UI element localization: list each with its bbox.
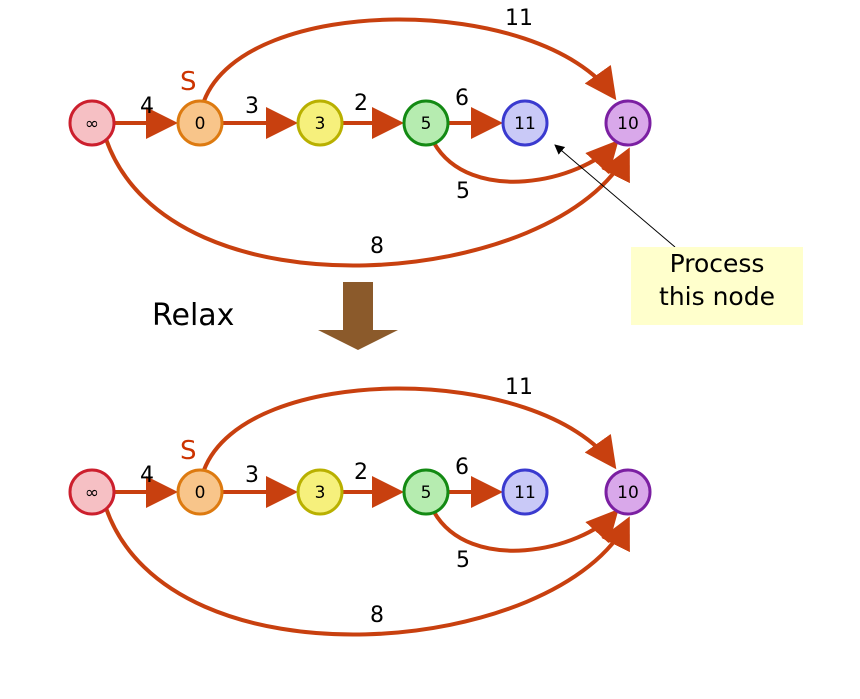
top-node-n_c — [501, 99, 549, 147]
top-edge-weight-s_a: 3 — [245, 94, 259, 119]
top-node-label-n_b: 5 — [421, 114, 432, 134]
bottom-edge-inf_d — [104, 507, 630, 637]
top-edge-s_d — [202, 17, 617, 102]
bottom-node-n_c — [501, 468, 549, 516]
bottom-node-label-n_d: 10 — [617, 483, 639, 503]
step-label: Relax — [152, 298, 235, 333]
bottom-node-n_inf — [68, 468, 116, 516]
top-source-label: S — [180, 67, 197, 97]
top-edge-weight-s_d: 11 — [505, 6, 533, 31]
top-node-n_b — [402, 99, 450, 147]
bottom-edge-weight-inf_s: 4 — [140, 463, 154, 488]
top-node-n_a — [296, 99, 344, 147]
top-edge-weight-inf_d: 8 — [370, 234, 384, 259]
callout-box: Process this node — [631, 247, 803, 325]
bottom-edge-weight-b_d: 5 — [456, 548, 470, 573]
top-edge-weight-b_d: 5 — [456, 179, 470, 204]
relax-arrow-icon — [318, 282, 398, 350]
bottom-edge-weight-s_a: 3 — [245, 463, 259, 488]
bottom-node-n_b — [402, 468, 450, 516]
callout-pointer — [554, 144, 676, 248]
top-edge-weight-inf_s: 4 — [140, 94, 154, 119]
top-node-label-n_c: 11 — [514, 114, 536, 134]
bottom-node-label-n_inf: ∞ — [85, 483, 99, 503]
top-edge-weight-b_c: 6 — [455, 86, 469, 111]
graph-after: 4 3 2 6 11 5 8 ∞ 0 3 5 11 10 S — [68, 375, 652, 637]
bottom-edge-b_d — [432, 509, 619, 553]
bottom-edge-weight-inf_d: 8 — [370, 603, 384, 628]
top-edge-weight-a_b: 2 — [354, 91, 368, 116]
top-edge-inf_d — [104, 138, 630, 268]
top-edge-b_d — [432, 140, 619, 184]
top-node-label-n_d: 10 — [617, 114, 639, 134]
bottom-node-label-n_c: 11 — [514, 483, 536, 503]
top-node-n_s — [176, 99, 224, 147]
bottom-edge-weight-a_b: 2 — [354, 460, 368, 485]
top-node-label-n_s: 0 — [195, 114, 206, 134]
bottom-node-label-n_a: 3 — [315, 483, 326, 503]
bottom-node-label-n_b: 5 — [421, 483, 432, 503]
bottom-edge-weight-b_c: 6 — [455, 455, 469, 480]
bottom-node-label-n_s: 0 — [195, 483, 206, 503]
top-node-label-n_a: 3 — [315, 114, 326, 134]
callout-line-1: Process — [669, 249, 765, 278]
graph-before: 4 3 2 6 11 5 8 ∞ 0 3 5 11 10 S — [68, 6, 652, 268]
bottom-source-label: S — [180, 436, 197, 466]
bottom-edge-s_d — [202, 386, 617, 471]
top-node-n_d — [604, 99, 652, 147]
top-node-label-n_inf: ∞ — [85, 114, 99, 134]
bottom-node-n_d — [604, 468, 652, 516]
bottom-node-n_s — [176, 468, 224, 516]
top-node-n_inf — [68, 99, 116, 147]
bottom-node-n_a — [296, 468, 344, 516]
callout-line-2: this node — [659, 282, 775, 311]
bottom-edge-weight-s_d: 11 — [505, 375, 533, 400]
